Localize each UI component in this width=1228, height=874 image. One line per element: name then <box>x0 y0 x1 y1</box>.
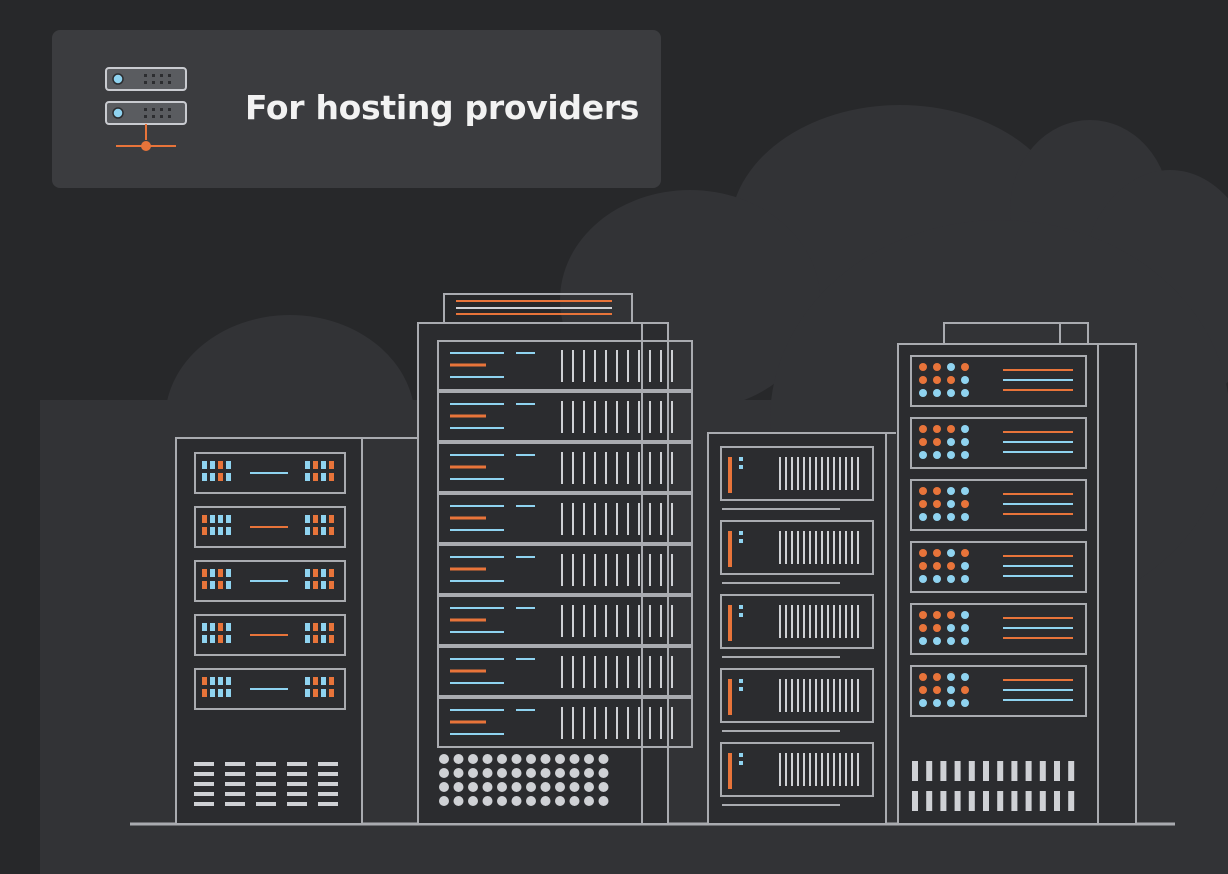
rack-unit <box>194 452 346 494</box>
rack-unit <box>194 560 346 602</box>
rack-unit <box>720 668 874 723</box>
rack-unit <box>910 665 1087 717</box>
rack-unit <box>720 520 874 575</box>
page-title: For hosting providers <box>245 88 640 127</box>
rack-unit <box>910 603 1087 655</box>
server-stack-icon <box>105 67 187 151</box>
rack-unit <box>437 544 693 595</box>
rack-unit <box>437 697 693 748</box>
rack-unit <box>194 614 346 656</box>
rack-unit <box>910 541 1087 593</box>
rack-unit <box>437 340 693 391</box>
server-rack <box>417 322 669 825</box>
rack-unit <box>720 594 874 649</box>
rack-unit <box>910 417 1087 469</box>
rack-unit <box>437 391 693 442</box>
rack-unit <box>720 446 874 501</box>
server-rack <box>897 343 1137 825</box>
rack-unit <box>194 668 346 710</box>
rack-unit <box>437 646 693 697</box>
rack-unit <box>437 442 693 493</box>
server-racks <box>130 293 1175 826</box>
rack-unit <box>194 506 346 548</box>
rack-unit <box>437 595 693 646</box>
rack-unit <box>437 493 693 544</box>
rack-unit <box>910 355 1087 407</box>
rack-unit <box>720 742 874 797</box>
header-card: For hosting providers <box>52 30 661 188</box>
rack-unit <box>910 479 1087 531</box>
